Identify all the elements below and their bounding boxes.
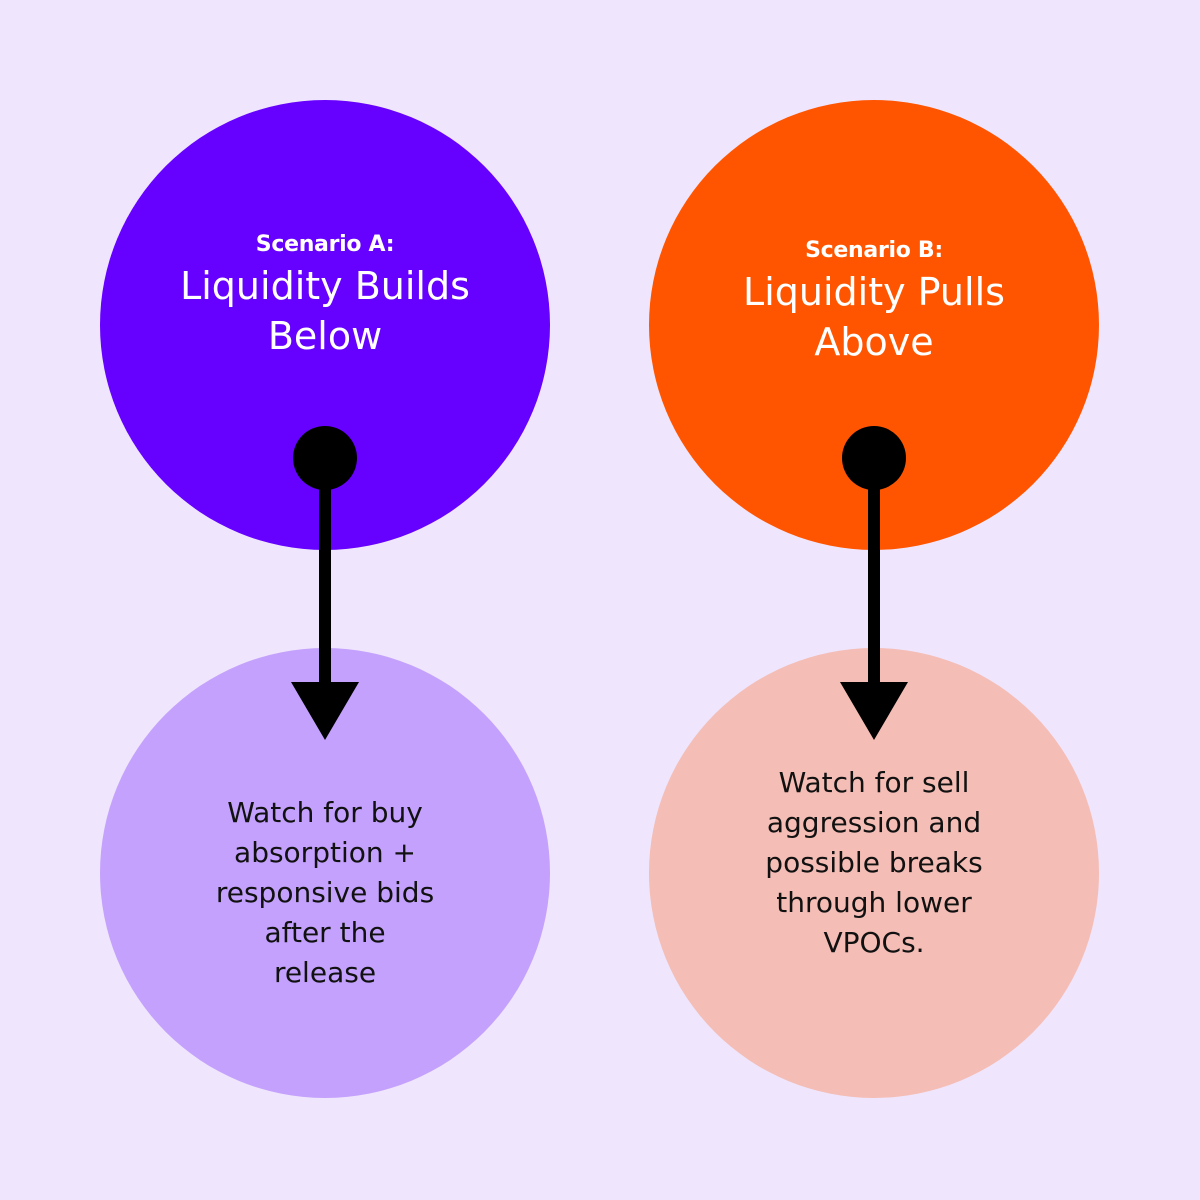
scenario-a-title-line1: Liquidity Builds bbox=[180, 264, 470, 308]
scenario-a-label: Scenario A: bbox=[255, 232, 395, 257]
arrow-down-icon bbox=[840, 682, 908, 740]
scenario-a-title-line2: Below bbox=[267, 314, 383, 358]
scenario-a-line bbox=[319, 458, 331, 688]
scenario-b-title-line1: Liquidity Pulls bbox=[743, 270, 1005, 314]
scenario-b-label: Scenario B: bbox=[805, 238, 943, 263]
scenario-a-outcome-text: Watch for buy absorption + responsive bi… bbox=[215, 796, 435, 989]
scenario-b-outcome-text: Watch for sell aggression and possible b… bbox=[765, 766, 983, 959]
arrow-down-icon bbox=[291, 682, 359, 740]
scenario-b-title-line2: Above bbox=[814, 320, 934, 364]
scenario-b-line bbox=[868, 458, 880, 688]
scenario-b-arrow bbox=[840, 426, 908, 740]
scenario-a-arrow bbox=[291, 426, 359, 740]
